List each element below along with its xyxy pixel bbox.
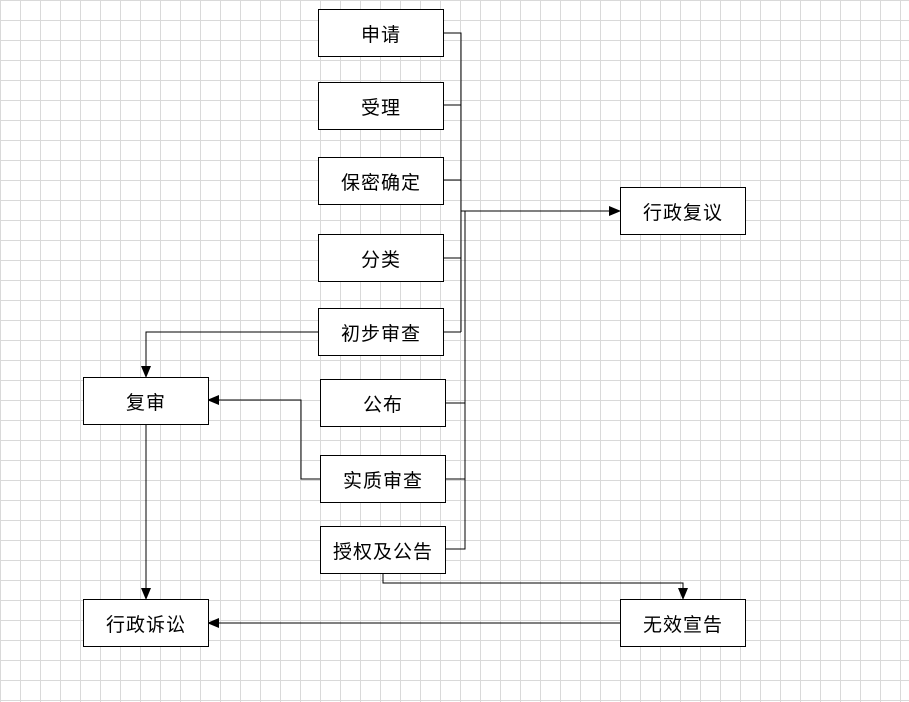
arrow-grant-to-invalidation: [382, 574, 688, 600]
node-preliminary: 初步审查: [318, 308, 444, 356]
node-substantive: 实质审查: [320, 455, 446, 503]
node-apply: 申请: [318, 9, 444, 57]
node-invalidation: 无效宣告: [620, 599, 746, 647]
arrow-preliminary-to-reexam: [141, 331, 318, 378]
node-publish: 公布: [320, 379, 446, 427]
node-secrecy: 保密确定: [318, 157, 444, 205]
connector-collector-lower: [445, 211, 466, 550]
connector-apply: [443, 32, 462, 332]
node-classify: 分类: [318, 234, 444, 282]
node-admin-review: 行政复议: [620, 187, 746, 235]
node-grant: 授权及公告: [320, 526, 446, 574]
node-accept: 受理: [318, 82, 444, 130]
node-litigation: 行政诉讼: [83, 599, 209, 647]
node-reexam: 复审: [83, 377, 209, 425]
arrow-substantive-to-reexam: [207, 395, 320, 480]
